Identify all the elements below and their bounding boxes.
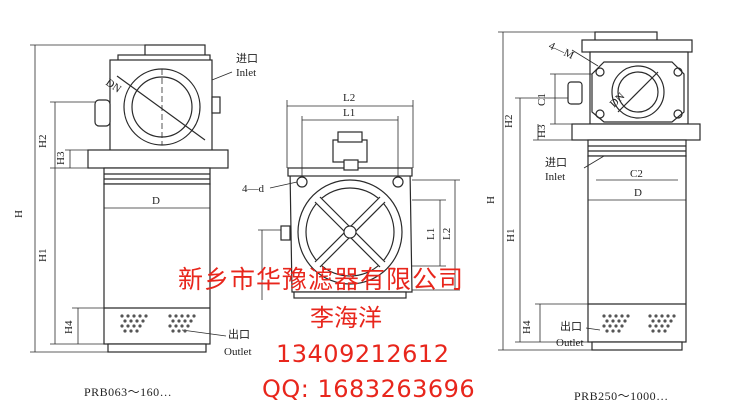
left-dim-h: H: [13, 210, 25, 218]
middle-dim-l2-side: L2: [441, 228, 453, 240]
right-filter-body: [587, 155, 687, 343]
right-dim-d: D: [634, 187, 642, 199]
middle-view-labels: L2 L1 4—d L1 L2: [242, 92, 453, 240]
left-outlet-holes: [120, 314, 196, 333]
left-dim-h3: H3: [55, 151, 67, 165]
left-view-labels: DN 进口 Inlet 出口 Outlet H H2 H3 H1 H4 D PR…: [13, 52, 258, 399]
right-filter-view: [498, 31, 701, 351]
right-inlet-cn: 进口: [545, 156, 567, 169]
contact-watermark: 新乡市华豫滤器有限公司 李海洋 13409212612 QQ: 16832636…: [178, 265, 475, 403]
right-dim-c1: C1: [536, 93, 548, 106]
right-outlet-en: Outlet: [556, 337, 584, 349]
left-dim-d: D: [152, 195, 160, 207]
left-dim-h2: H2: [37, 135, 49, 148]
left-outlet-en: Outlet: [224, 346, 252, 358]
middle-dim-l1-side: L1: [425, 228, 437, 240]
right-model-label: PRB250～1000…: [574, 389, 669, 403]
left-inlet-cn: 进口: [236, 52, 258, 65]
middle-dim-l1-top: L1: [343, 107, 355, 119]
right-dim-h3: H3: [536, 124, 548, 138]
left-dim-h4: H4: [63, 320, 75, 334]
left-model-label: PRB063～160…: [84, 385, 172, 399]
middle-dim-l2-top: L2: [343, 92, 355, 104]
left-flange: [87, 149, 229, 169]
middle-filter-view: [258, 100, 460, 300]
left-outlet-cn: 出口: [228, 327, 250, 341]
right-dim-h: H: [485, 196, 497, 204]
watermark-phone: 13409212612: [276, 340, 449, 368]
middle-boss: [332, 139, 368, 163]
right-outlet-cn: 出口: [560, 319, 582, 333]
left-dim-h1: H1: [37, 249, 49, 262]
watermark-company: 新乡市华豫滤器有限公司: [178, 265, 464, 294]
middle-dim-4d: 4—d: [242, 183, 265, 195]
right-inlet-en: Inlet: [545, 171, 565, 183]
right-outlet-holes: [602, 314, 676, 333]
right-dim-h1: H1: [505, 229, 517, 242]
right-dim-h2: H2: [503, 115, 515, 128]
right-dim-h4: H4: [521, 320, 533, 334]
right-dim-c2: C2: [630, 168, 643, 180]
right-flange: [571, 123, 701, 141]
watermark-person: 李海洋: [310, 304, 382, 332]
left-inlet-en: Inlet: [236, 67, 256, 79]
watermark-qq: QQ: 1683263696: [262, 375, 475, 403]
